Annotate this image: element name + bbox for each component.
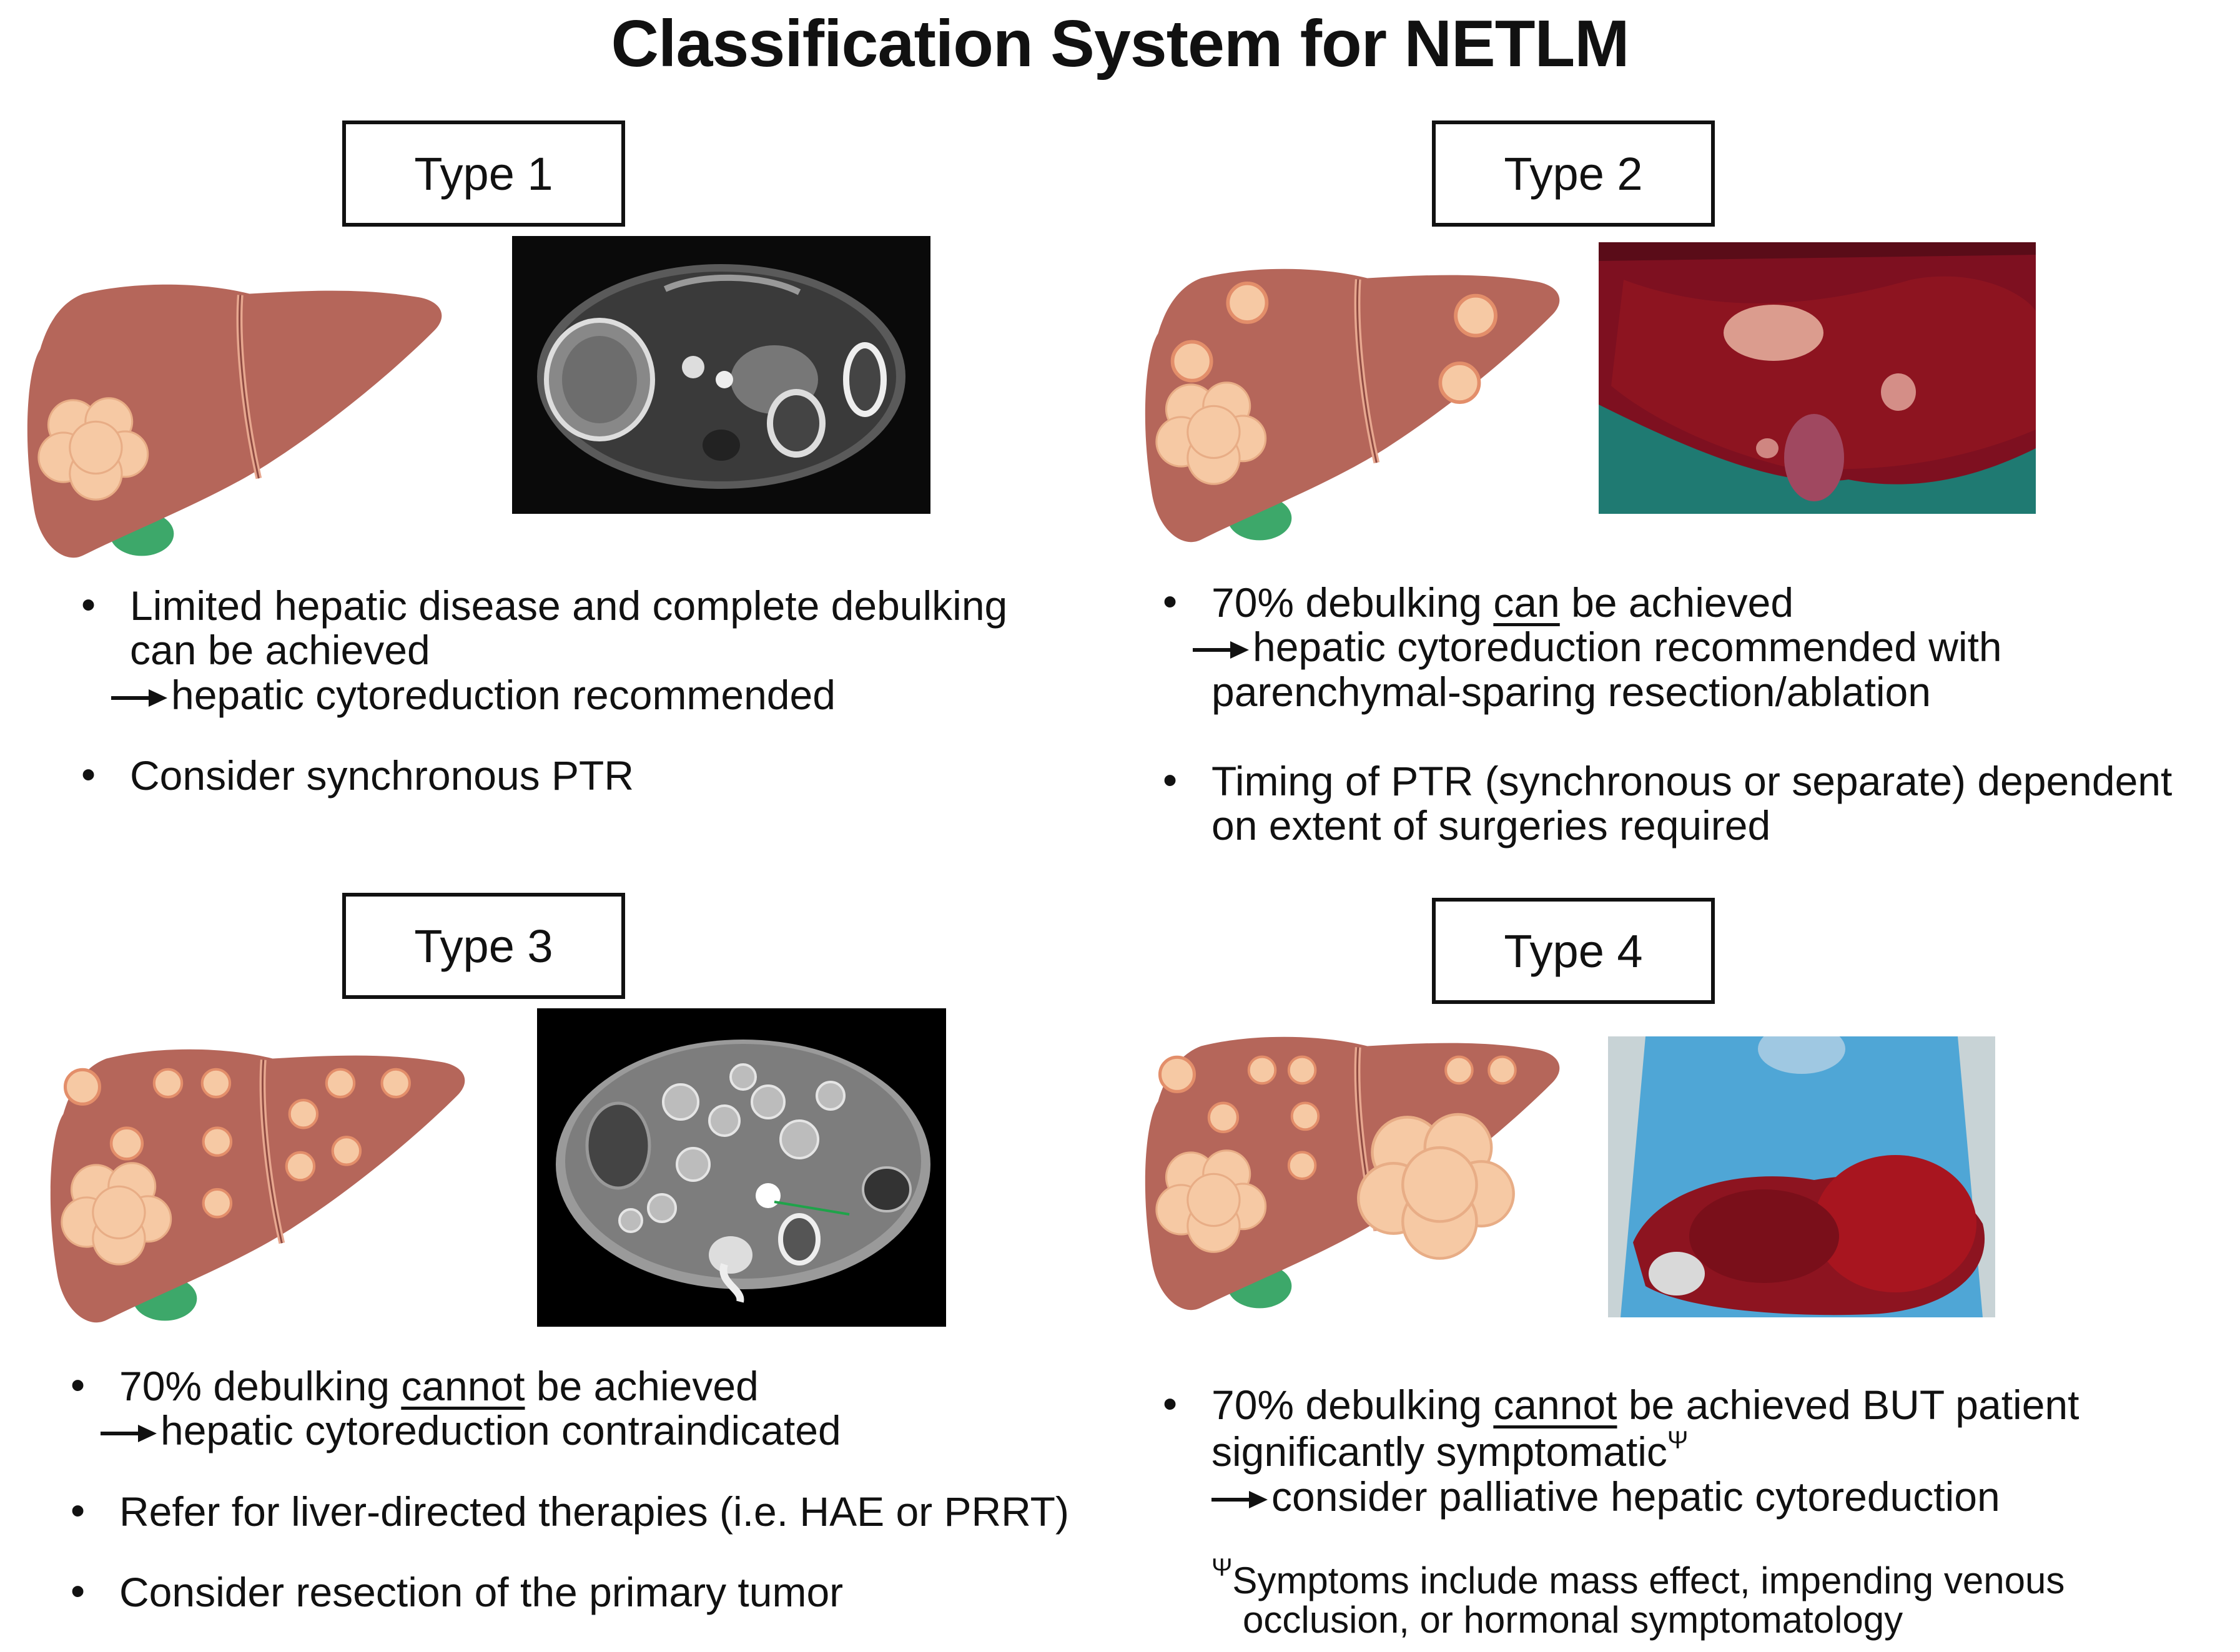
bullet-text-line: Refer for liver-directed therapies (i.e.… xyxy=(119,1488,1069,1535)
bullet-text-pre: 70% debulking xyxy=(1211,579,1494,626)
bullet-text-line: Consider resection of the primary tumor xyxy=(119,1568,844,1615)
mri-scan-image xyxy=(512,236,930,514)
resected-specimen-photo xyxy=(1608,1036,1995,1317)
type-4-bullet-1: 70% debulking cannot be achieved BUT pat… xyxy=(1163,1382,2237,1520)
liver-illustration-type-2 xyxy=(1133,259,1564,556)
small-lesion xyxy=(1444,1055,1474,1085)
small-lesion xyxy=(111,1128,142,1159)
type-1-bullet-2: Consider synchronous PTR xyxy=(81,752,1080,799)
small-lesion xyxy=(1173,342,1211,381)
footnote-line-2: occlusion, or hormonal symptomatology xyxy=(1243,1599,1903,1641)
type-1-label: Type 1 xyxy=(414,147,553,200)
footnote-line-1: Symptoms include mass effect, impending … xyxy=(1232,1560,2065,1601)
type-4-label-box: Type 4 xyxy=(1432,898,1715,1004)
small-lesion xyxy=(1228,283,1266,322)
small-lesion xyxy=(287,1153,314,1180)
underlined-word: cannot xyxy=(1493,1382,1617,1428)
small-lesion xyxy=(1287,1055,1317,1085)
bullet-text-post: be achieved BUT patient xyxy=(1617,1382,2080,1428)
small-lesion xyxy=(1287,1151,1317,1180)
type-1-bullet-1: Limited hepatic disease and complete deb… xyxy=(81,583,1080,718)
bullet-text-line: on extent of surgeries required xyxy=(1211,802,1771,849)
diagram-title: Classification System for NETLM xyxy=(611,7,1629,81)
bullet-text-pre: 70% debulking xyxy=(1211,1382,1494,1428)
bullet-arrow-text: hepatic cytoreduction recommended xyxy=(171,671,836,718)
small-lesion xyxy=(1440,363,1479,402)
bullet-arrow-text: consider palliative hepatic cytoreductio… xyxy=(1271,1473,2000,1520)
underlined-word: can xyxy=(1493,579,1560,626)
bullet-arrow-text: hepatic cytoreduction contraindicated xyxy=(160,1407,841,1454)
right-arrow-icon xyxy=(1211,1475,1268,1519)
small-lesion xyxy=(290,1100,317,1128)
small-lesion xyxy=(204,1189,231,1217)
bullet-text-line: Timing of PTR (synchronous or separate) … xyxy=(1211,757,2173,804)
type-1-bullets: Limited hepatic disease and complete deb… xyxy=(81,583,1080,799)
type-2-label-box: Type 2 xyxy=(1432,120,1715,227)
small-lesion xyxy=(382,1069,410,1097)
bullet-text-line: can be achieved xyxy=(130,627,430,674)
small-lesion xyxy=(1247,1055,1277,1085)
small-lesion xyxy=(1209,1103,1238,1132)
small-lesion xyxy=(202,1069,230,1097)
small-lesion xyxy=(327,1069,354,1097)
surgical-liver-photo xyxy=(1599,242,2036,514)
type-4-footnote: ΨSymptoms include mass effect, impending… xyxy=(1211,1555,2236,1640)
type-4-label: Type 4 xyxy=(1504,925,1643,977)
bullet-text-pre: 70% debulking xyxy=(119,1363,402,1409)
liver-illustration-type-3 xyxy=(39,1040,470,1336)
small-lesion xyxy=(1456,296,1496,336)
right-arrow-icon xyxy=(1193,625,1249,669)
massive-lesion xyxy=(1358,1114,1513,1259)
right-arrow-icon xyxy=(111,673,167,717)
bullet-arrow-text: hepatic cytoreduction recommended with xyxy=(1253,624,2002,671)
type-2-bullet-2: Timing of PTR (synchronous or separate) … xyxy=(1163,757,2237,849)
type-3-label-box: Type 3 xyxy=(342,893,625,999)
small-lesion xyxy=(1160,1057,1194,1091)
small-lesion xyxy=(204,1128,231,1155)
small-lesion xyxy=(1488,1055,1517,1085)
type-3-bullet-2: Refer for liver-directed therapies (i.e.… xyxy=(71,1488,1132,1535)
underlined-word: cannot xyxy=(401,1363,525,1409)
liver-illustration-type-4 xyxy=(1133,1027,1564,1324)
liver-illustration-type-1 xyxy=(16,275,447,571)
small-lesion xyxy=(333,1137,360,1164)
small-lesion xyxy=(1290,1101,1320,1131)
small-lesion xyxy=(154,1069,182,1097)
type-3-bullets: 70% debulking cannot be achieved hepatic… xyxy=(71,1363,1132,1615)
small-lesion xyxy=(65,1069,99,1104)
type-1-label-box: Type 1 xyxy=(342,120,625,227)
type-3-bullet-3: Consider resection of the primary tumor xyxy=(71,1568,1132,1615)
type-3-bullet-1: 70% debulking cannot be achieved hepatic… xyxy=(71,1363,1132,1454)
type-2-bullets: 70% debulking can be achieved hepatic cy… xyxy=(1163,579,2237,849)
bullet-text-post: be achieved xyxy=(525,1363,759,1409)
type-3-label: Type 3 xyxy=(414,920,553,972)
bullet-text-line: Limited hepatic disease and complete deb… xyxy=(130,583,1008,629)
ct-scan-image xyxy=(537,1008,946,1327)
footnote-symbol: Ψ xyxy=(1211,1554,1233,1581)
bullet-text-line: significantly symptomatic xyxy=(1211,1428,1667,1475)
bullet-text-post: be achieved xyxy=(1559,579,1794,626)
type-2-label: Type 2 xyxy=(1504,147,1643,200)
right-arrow-icon xyxy=(101,1409,157,1453)
bullet-text-line: parenchymal-sparing resection/ablation xyxy=(1211,668,1931,715)
type-4-bullets: 70% debulking cannot be achieved BUT pat… xyxy=(1163,1382,2237,1520)
psi-superscript: Ψ xyxy=(1667,1427,1689,1455)
bullet-text-line: Consider synchronous PTR xyxy=(130,752,634,799)
type-2-bullet-1: 70% debulking can be achieved hepatic cy… xyxy=(1163,579,2237,715)
